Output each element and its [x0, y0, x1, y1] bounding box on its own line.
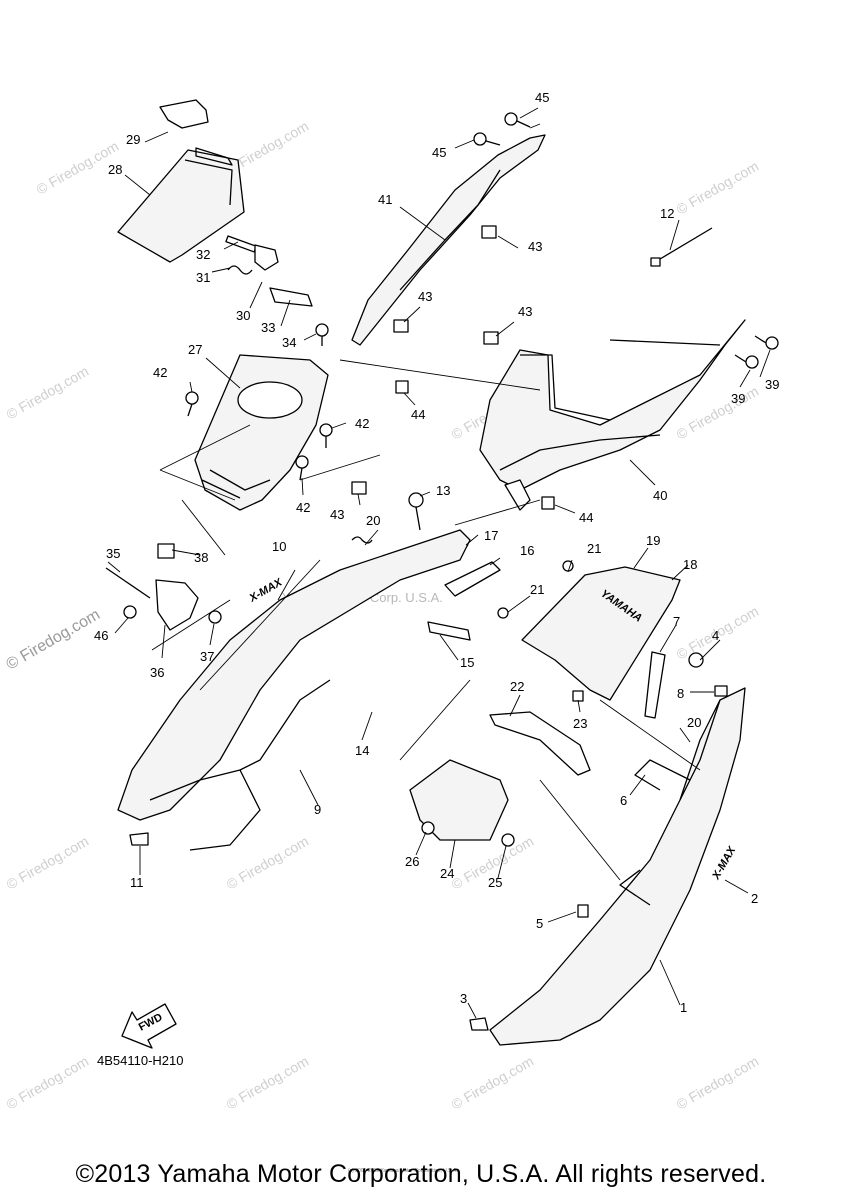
- callout-6: 6: [620, 793, 627, 808]
- callout-29: 29: [126, 132, 140, 147]
- panel-part-41: [351, 134, 546, 346]
- watermark: © Firedog.com: [4, 1053, 92, 1113]
- callout-43-bottom: 43: [330, 507, 344, 522]
- watermark: © Firedog.com: [224, 833, 312, 893]
- callout-38: 38: [194, 550, 208, 565]
- decal-2-text: X-MAX: [710, 844, 739, 882]
- callout-46: 46: [94, 628, 108, 643]
- callout-16: 16: [520, 543, 534, 558]
- callout-20-lower: 20: [687, 715, 701, 730]
- callout-44-upper: 44: [411, 407, 425, 422]
- callout-39-left: 39: [731, 391, 745, 406]
- strip-part-7: [644, 651, 728, 719]
- fwd-arrow: FWD: [121, 1003, 177, 1049]
- callout-28: 28: [108, 162, 122, 177]
- screws-part-39: [734, 335, 779, 369]
- callout-13: 13: [436, 483, 450, 498]
- callout-31: 31: [196, 270, 210, 285]
- callout-25: 25: [488, 875, 502, 890]
- bracket-parts-35-38: [105, 543, 222, 631]
- copyright-notice: ©2013 Yamaha Motor Corporation, U.S.A. A…: [75, 1160, 767, 1188]
- callout-7: 7: [673, 614, 680, 629]
- callout-39-right: 39: [765, 377, 779, 392]
- callout-37: 37: [200, 649, 214, 664]
- callout-43-mid: 43: [418, 289, 432, 304]
- callout-27: 27: [188, 342, 202, 357]
- trim-parts-15-17: [351, 536, 501, 641]
- callout-14: 14: [355, 743, 369, 758]
- callout-42-middle: 42: [355, 416, 369, 431]
- callout-41: 41: [378, 192, 392, 207]
- callout-42-left: 42: [153, 365, 167, 380]
- nuts-part-43-44: [351, 225, 555, 510]
- callout-1: 1: [680, 1000, 687, 1015]
- callout-19: 19: [646, 533, 660, 548]
- watermark: © Firedog.com: [4, 363, 92, 423]
- callout-26: 26: [405, 854, 419, 869]
- drawing-code: 4B54110-H210: [97, 1053, 184, 1068]
- callout-43-top: 43: [528, 239, 542, 254]
- callout-24: 24: [440, 866, 454, 881]
- watermark: © Firedog.com: [224, 1053, 312, 1113]
- callout-34: 34: [282, 335, 296, 350]
- latch-parts: [225, 235, 329, 346]
- tiny-credit: (c) 2005-2015 Yamaha Motor Corporation, …: [348, 1168, 458, 1174]
- callout-20-upper: 20: [366, 513, 380, 528]
- screw-part-13: [408, 492, 424, 531]
- callout-3: 3: [460, 991, 467, 1006]
- bolts-part-45: [473, 112, 531, 146]
- bracket-parts-22-26: [409, 690, 591, 847]
- cable-tie-part-12: [650, 227, 713, 267]
- callout-33: 33: [261, 320, 275, 335]
- lid-part-28: [117, 147, 245, 263]
- watermark: © Firedog.com: [4, 833, 92, 893]
- callout-45-left: 45: [432, 145, 446, 160]
- callout-22: 22: [510, 679, 524, 694]
- callout-11: 11: [130, 875, 144, 890]
- lower-cover-part-1: [469, 687, 746, 1046]
- callout-42-bottom: 42: [296, 500, 310, 515]
- callout-35: 35: [106, 546, 120, 561]
- callout-8: 8: [677, 686, 684, 701]
- watermark: © Firedog.com: [449, 1053, 537, 1113]
- callout-18: 18: [683, 557, 697, 572]
- watermark: © Firedog.com: [4, 606, 104, 673]
- storage-box-part-27: [194, 354, 329, 511]
- decal-part-2: X-MAX: [710, 844, 739, 882]
- callout-labels: 1 2 3 4 5 6 7 8 9 10 11 12 13 14 15 16 1…: [94, 90, 779, 1015]
- callout-17: 17: [484, 528, 498, 543]
- side-cover-part-40: [479, 319, 746, 511]
- callout-32: 32: [196, 247, 210, 262]
- side-panel-part-9: [117, 529, 471, 851]
- callout-4: 4: [712, 628, 719, 643]
- callout-12: 12: [660, 206, 674, 221]
- watermark: © Firedog.com: [674, 1053, 762, 1113]
- callout-21-lower: 21: [530, 582, 544, 597]
- callout-9: 9: [314, 802, 321, 817]
- callout-15: 15: [460, 655, 474, 670]
- emblem-part-29: [159, 99, 209, 129]
- callout-36: 36: [150, 665, 164, 680]
- leader-lines: [107, 107, 771, 1019]
- callout-45-top: 45: [535, 90, 549, 105]
- callout-10: 10: [272, 539, 286, 554]
- callout-5: 5: [536, 916, 543, 931]
- callout-30: 30: [236, 308, 250, 323]
- callout-23: 23: [573, 716, 587, 731]
- callout-44-lower: 44: [579, 510, 593, 525]
- callout-21-upper: 21: [587, 541, 601, 556]
- callout-2: 2: [751, 891, 758, 906]
- watermark: © Firedog.com: [674, 158, 762, 218]
- callout-43-right: 43: [518, 304, 532, 319]
- callout-40: 40: [653, 488, 667, 503]
